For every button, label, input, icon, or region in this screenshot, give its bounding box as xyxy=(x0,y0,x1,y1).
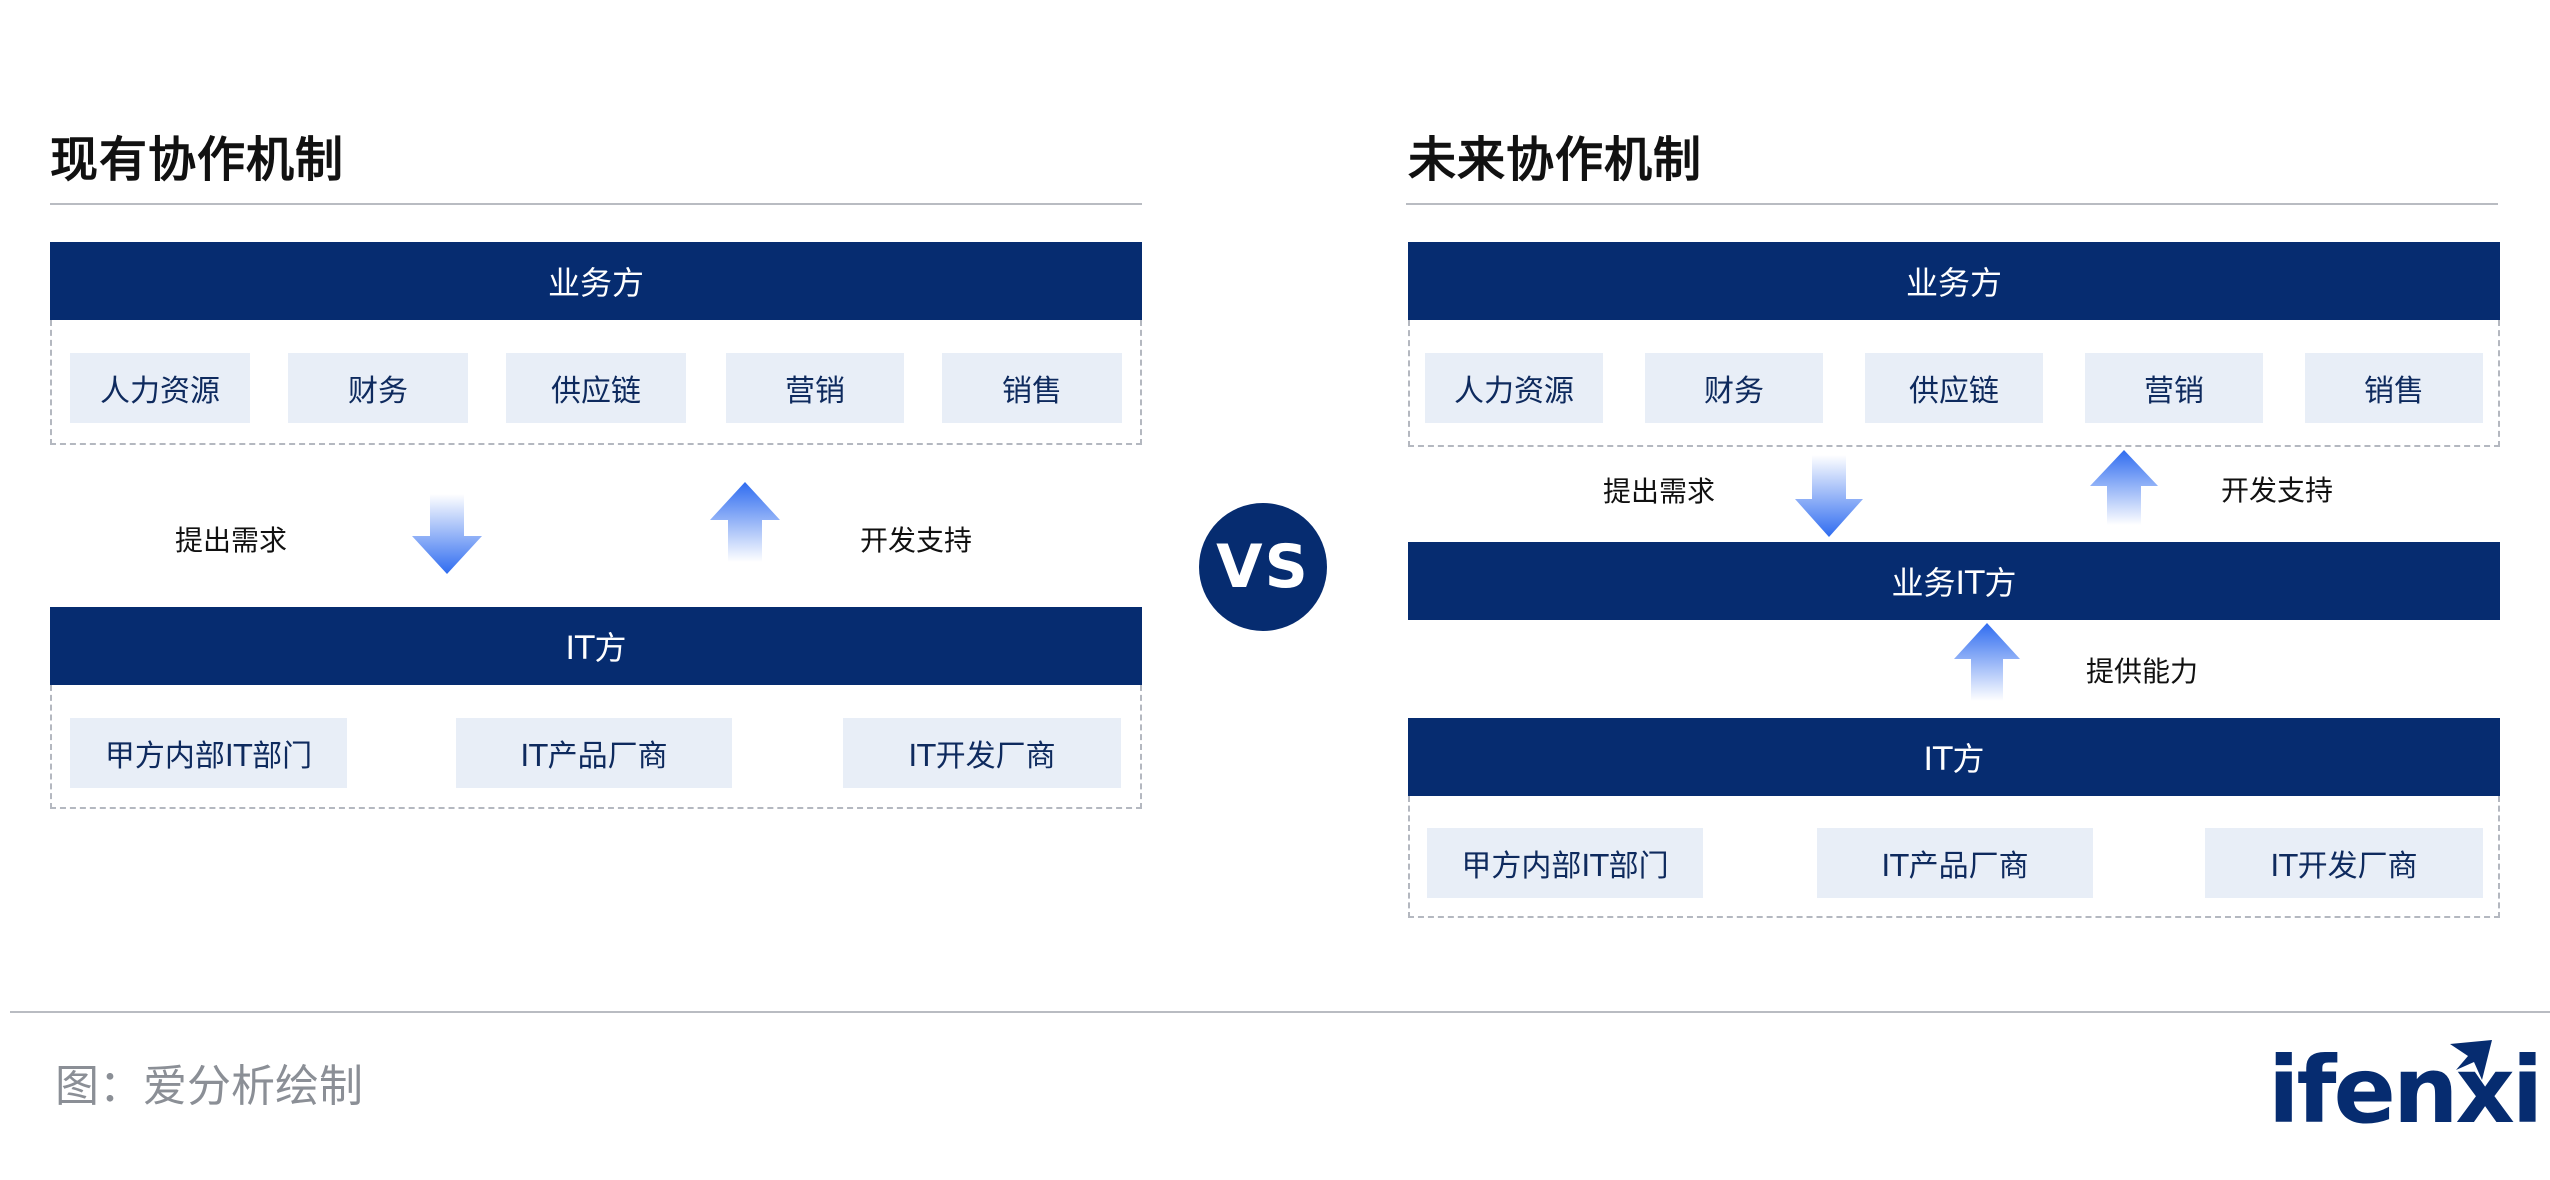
right-business-chip-hr: 人力资源 xyxy=(1425,353,1603,423)
left-business-chip-marketing: 营销 xyxy=(726,353,904,423)
left-it-chip-dev-vendor: IT开发厂商 xyxy=(843,718,1121,788)
left-request-label: 提出需求 xyxy=(175,524,288,557)
left-request-arrow-down-icon xyxy=(412,494,482,574)
right-support-arrow-up-icon xyxy=(2090,450,2158,525)
left-business-bar: 业务方 xyxy=(50,242,1142,320)
right-it-chip-internal: 甲方内部IT部门 xyxy=(1427,828,1703,898)
source-caption: 图：爱分析绘制 xyxy=(55,1061,363,1112)
right-support-label: 开发支持 xyxy=(2221,474,2334,507)
left-business-chip-finance: 财务 xyxy=(288,353,468,423)
right-it-chip-dev-vendor: IT开发厂商 xyxy=(2205,828,2483,898)
right-business-bar: 业务方 xyxy=(1408,242,2500,320)
left-it-chip-product-vendor: IT产品厂商 xyxy=(456,718,732,788)
left-title-rule xyxy=(50,203,1142,205)
footer-rule xyxy=(10,1011,2550,1013)
right-capability-arrow-up-icon xyxy=(1954,623,2020,701)
right-request-arrow-down-icon xyxy=(1795,455,1863,537)
right-business-chip-supply-chain: 供应链 xyxy=(1865,353,2043,423)
left-it-bar: IT方 xyxy=(50,607,1142,685)
right-business-chip-sales: 销售 xyxy=(2305,353,2483,423)
left-section-title: 现有协作机制 xyxy=(50,132,345,188)
left-support-label: 开发支持 xyxy=(860,524,973,557)
right-business-chip-marketing: 营销 xyxy=(2085,353,2263,423)
left-it-container xyxy=(50,685,1142,809)
right-section-title: 未来协作机制 xyxy=(1408,132,1703,188)
left-business-chip-hr: 人力资源 xyxy=(70,353,250,423)
right-request-label: 提出需求 xyxy=(1603,475,1716,508)
ifenxi-logo: ifenxi xyxy=(2268,1037,2543,1144)
right-it-container xyxy=(1408,796,2500,918)
right-it-chip-product-vendor: IT产品厂商 xyxy=(1817,828,2093,898)
right-capability-label: 提供能力 xyxy=(2086,655,2199,688)
right-business-container xyxy=(1408,320,2500,447)
right-business-chip-finance: 财务 xyxy=(1645,353,1823,423)
right-business-it-bar: 业务IT方 xyxy=(1408,542,2500,620)
left-business-container xyxy=(50,320,1142,445)
right-it-bar: IT方 xyxy=(1408,718,2500,796)
right-title-rule xyxy=(1406,203,2498,205)
left-it-chip-internal: 甲方内部IT部门 xyxy=(70,718,347,788)
left-business-chip-sales: 销售 xyxy=(942,353,1122,423)
left-business-chip-supply-chain: 供应链 xyxy=(506,353,686,423)
logo-arrow-icon xyxy=(2450,1040,2492,1080)
left-support-arrow-up-icon xyxy=(710,482,780,562)
vs-badge: VS xyxy=(1199,503,1327,631)
